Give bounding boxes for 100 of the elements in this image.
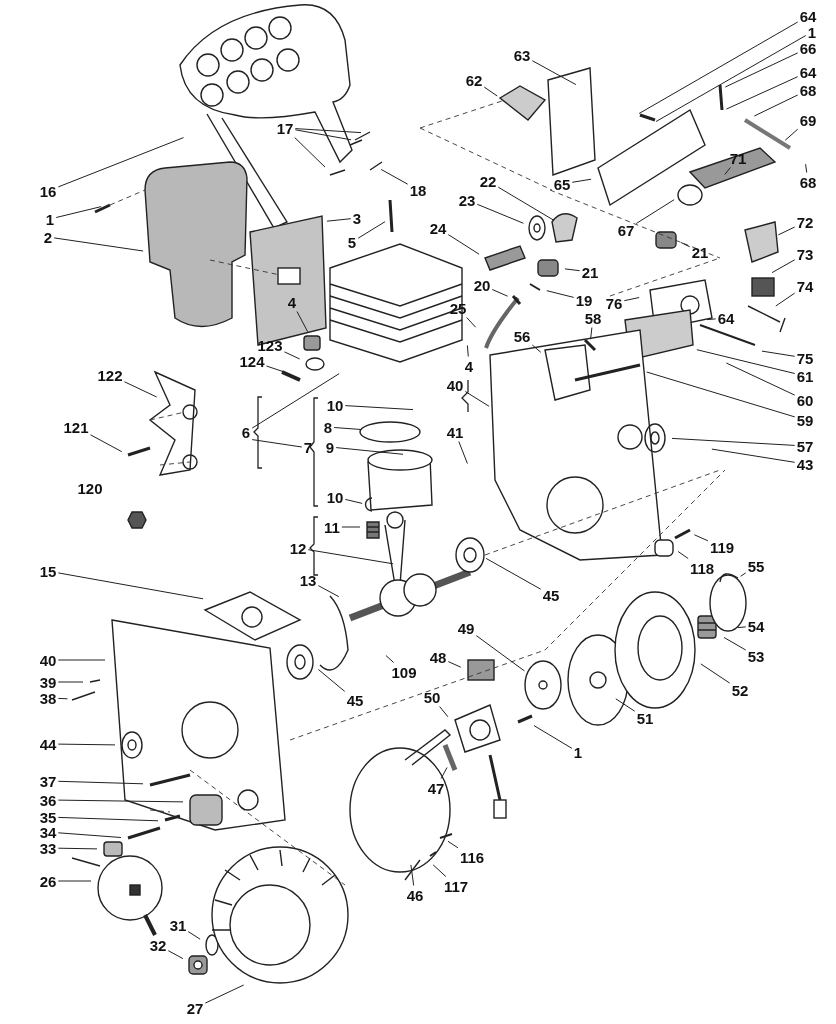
callout-number: 45 (542, 587, 560, 603)
callout-number: 17 (276, 120, 294, 136)
callout-number: 21 (691, 244, 709, 260)
callout-number: 56 (513, 328, 531, 344)
callout-number: 75 (796, 350, 814, 366)
callout-number: 12 (289, 540, 307, 556)
leader-line (57, 847, 98, 850)
callout-number: 10 (326, 397, 344, 413)
callout-number: 39 (39, 674, 57, 690)
leader-line (57, 572, 204, 600)
leader-line (761, 350, 796, 357)
callout-number: 31 (169, 917, 187, 933)
leader-line (57, 799, 184, 803)
callout-number: 123 (257, 337, 283, 353)
callout-number: 69 (799, 112, 817, 128)
leader-line (464, 391, 490, 407)
callout-number: 54 (747, 618, 765, 634)
leader-line (696, 349, 796, 374)
leader-line (724, 52, 799, 88)
callout-number: 15 (39, 563, 57, 579)
leader-line (711, 448, 796, 463)
leader-line (447, 840, 459, 849)
leader-line (57, 880, 92, 882)
leader-line (57, 743, 116, 746)
leader-line (296, 311, 309, 333)
callout-number: 68 (799, 82, 817, 98)
callout-number: 55 (747, 558, 765, 574)
leader-line (491, 289, 509, 297)
leader-line (723, 637, 747, 651)
leader-line (485, 557, 542, 590)
callout-number: 18 (409, 182, 427, 198)
leader-line (294, 129, 352, 141)
leader-line (57, 832, 122, 838)
leader-line (531, 344, 542, 353)
callout-number: 5 (347, 234, 357, 250)
callout-number: 24 (429, 220, 447, 236)
leader-line (187, 931, 201, 940)
leader-line (440, 767, 448, 779)
leader-line (805, 163, 808, 173)
callout-number: 73 (796, 246, 814, 262)
callout-number: 21 (581, 264, 599, 280)
leader-line (753, 94, 799, 117)
leader-line (646, 371, 796, 418)
callout-number: 1 (45, 211, 55, 227)
callout-number: 76 (605, 295, 623, 311)
leader-line (432, 864, 447, 877)
callout-number: 65 (553, 176, 571, 192)
leader-line (344, 498, 363, 504)
leader-line (724, 167, 731, 175)
callout-number: 60 (796, 392, 814, 408)
callout-number: 59 (796, 412, 814, 428)
leader-line (706, 318, 717, 321)
callout-number: 64 (717, 310, 735, 326)
leader-line (725, 362, 796, 396)
leader-line (623, 297, 640, 302)
callout-number: 13 (299, 572, 317, 588)
callout-number: 26 (39, 873, 57, 889)
leader-line (251, 373, 340, 429)
leader-line (775, 292, 796, 307)
callout-number: 51 (636, 710, 654, 726)
callout-number: 35 (39, 809, 57, 825)
callout-number: 40 (39, 652, 57, 668)
leader-line (266, 365, 284, 373)
callout-number: 33 (39, 840, 57, 856)
leader-line (483, 86, 498, 97)
callout-number: 23 (458, 192, 476, 208)
leader-line (294, 128, 362, 134)
leader-line (385, 655, 395, 663)
callout-number: 36 (39, 792, 57, 808)
leader-line (737, 626, 747, 629)
leader-line (57, 659, 106, 661)
callout-number: 74 (796, 278, 814, 294)
leader-line (655, 35, 807, 122)
callout-number: 19 (575, 292, 593, 308)
callout-number: 11 (324, 519, 340, 535)
leader-line (333, 427, 362, 430)
callout-number: 116 (459, 849, 485, 865)
leader-line (777, 226, 796, 236)
leader-line (167, 950, 184, 960)
leader-line (251, 439, 303, 448)
callout-number: 61 (796, 368, 814, 384)
leader-line (564, 268, 581, 272)
callout-number: 117 (443, 878, 469, 894)
callout-number: 20 (473, 277, 491, 293)
callout-number: 64 (799, 8, 817, 24)
leader-line (497, 186, 555, 221)
leader-line (57, 681, 84, 683)
callout-number: 49 (457, 620, 475, 636)
leader-line (784, 128, 799, 141)
callout-number: 16 (39, 183, 57, 199)
callout-number: 118 (689, 560, 715, 576)
leader-line (680, 241, 691, 248)
callout-number: 48 (429, 649, 447, 665)
leader-line (317, 669, 346, 692)
callout-number: 63 (513, 47, 531, 63)
leader-line (771, 259, 796, 274)
leader-line (466, 317, 477, 328)
callout-number: 67 (617, 222, 635, 238)
leader-line (410, 864, 415, 886)
leader-line (447, 234, 480, 255)
